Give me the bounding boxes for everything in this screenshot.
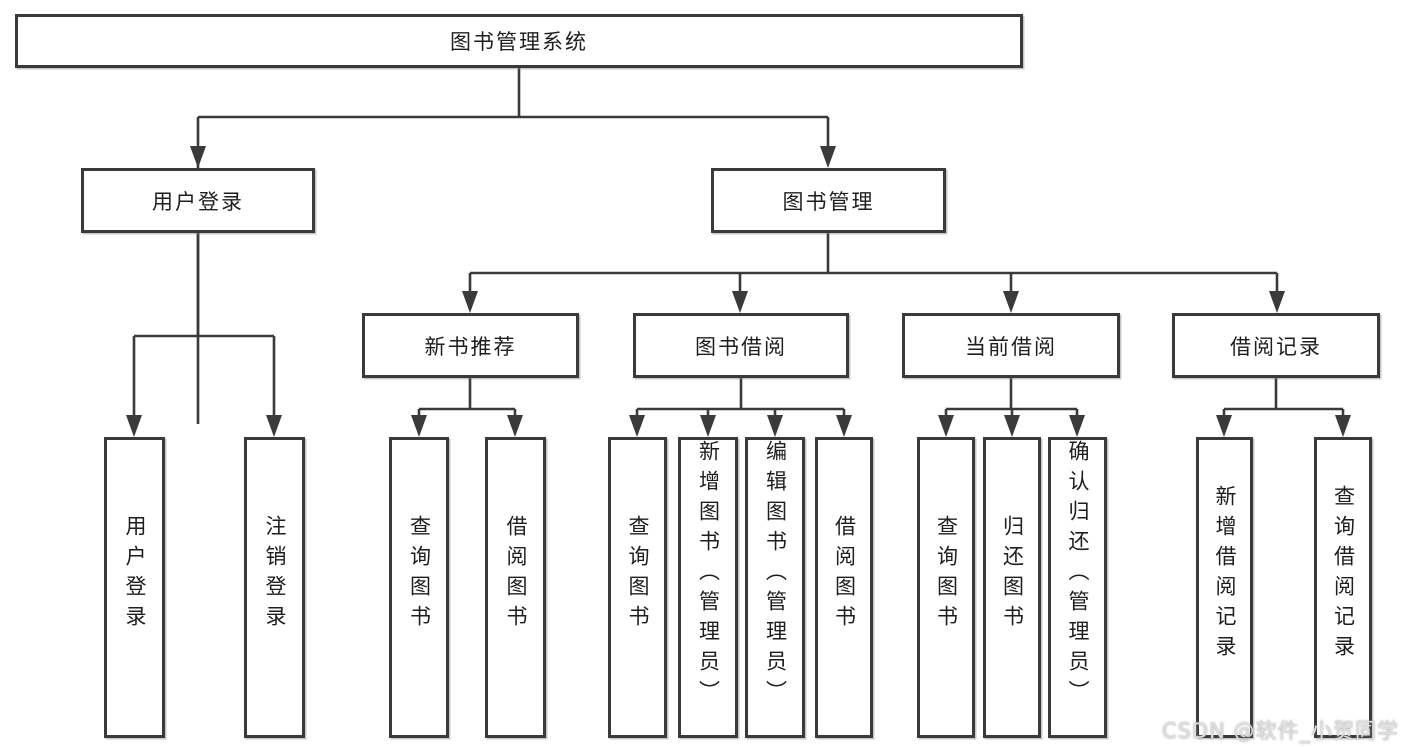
- connector-recommend-children: [417, 378, 517, 428]
- connector-bookmgmt-children: [468, 233, 1279, 305]
- arrow-down-icon: [1069, 415, 1085, 437]
- node-current-borrow: 当前借阅: [902, 313, 1120, 378]
- arrow-down-icon: [1335, 415, 1351, 437]
- arrow-down-icon: [126, 415, 142, 437]
- connector-borrow-children: [635, 378, 846, 428]
- node-leaf-borrow-books-1: 借阅图书: [485, 437, 546, 738]
- arrow-down-icon: [266, 415, 282, 437]
- node-borrow-records: 借阅记录: [1172, 313, 1380, 378]
- arrow-down-icon: [1269, 291, 1285, 313]
- arrow-down-icon: [507, 415, 523, 437]
- node-leaf-logout: 注销登录: [244, 437, 305, 738]
- arrow-down-icon: [938, 415, 954, 437]
- connector-root-to-level2: [196, 68, 830, 424]
- node-leaf-edit-books-admin: 编辑图书（管理员）: [745, 437, 805, 738]
- node-leaf-user-login: 用户登录: [104, 437, 165, 738]
- arrow-down-icon: [836, 415, 852, 437]
- node-leaf-query-books-2: 查询图书: [608, 437, 667, 738]
- node-new-book-recommend: 新书推荐: [362, 313, 579, 378]
- node-leaf-confirm-return-admin: 确认归还（管理员）: [1048, 437, 1107, 738]
- node-leaf-query-books-3: 查询图书: [917, 437, 975, 738]
- node-leaf-query-books-1: 查询图书: [389, 437, 449, 738]
- node-leaf-query-borrow-record: 查询借阅记录: [1314, 437, 1372, 738]
- node-leaf-add-borrow-record: 新增借阅记录: [1196, 437, 1253, 738]
- connector-records-children: [1222, 378, 1345, 428]
- arrowhead-icons: [126, 146, 1351, 437]
- node-user-login-module: 用户登录: [81, 168, 315, 233]
- connector-userlogin-children: [132, 233, 276, 428]
- arrow-down-icon: [1216, 415, 1232, 437]
- node-leaf-return-books: 归还图书: [983, 437, 1041, 738]
- arrow-down-icon: [700, 415, 716, 437]
- arrow-down-icon: [820, 146, 836, 168]
- arrow-down-icon: [629, 415, 645, 437]
- node-leaf-add-books-admin: 新增图书（管理员）: [678, 437, 738, 738]
- arrow-down-icon: [190, 146, 206, 168]
- arrow-down-icon: [767, 415, 783, 437]
- node-library-management-system: 图书管理系统: [15, 14, 1023, 68]
- arrow-down-icon: [462, 291, 478, 313]
- arrow-down-icon: [1003, 291, 1019, 313]
- node-book-borrow: 图书借阅: [633, 313, 849, 378]
- node-leaf-borrow-books-2: 借阅图书: [815, 437, 873, 738]
- arrow-down-icon: [732, 291, 748, 313]
- csdn-watermark: CSDN @软件_小贺同学: [1161, 719, 1399, 743]
- arrow-down-icon: [411, 415, 427, 437]
- node-book-management: 图书管理: [711, 168, 946, 233]
- arrow-down-icon: [1004, 415, 1020, 437]
